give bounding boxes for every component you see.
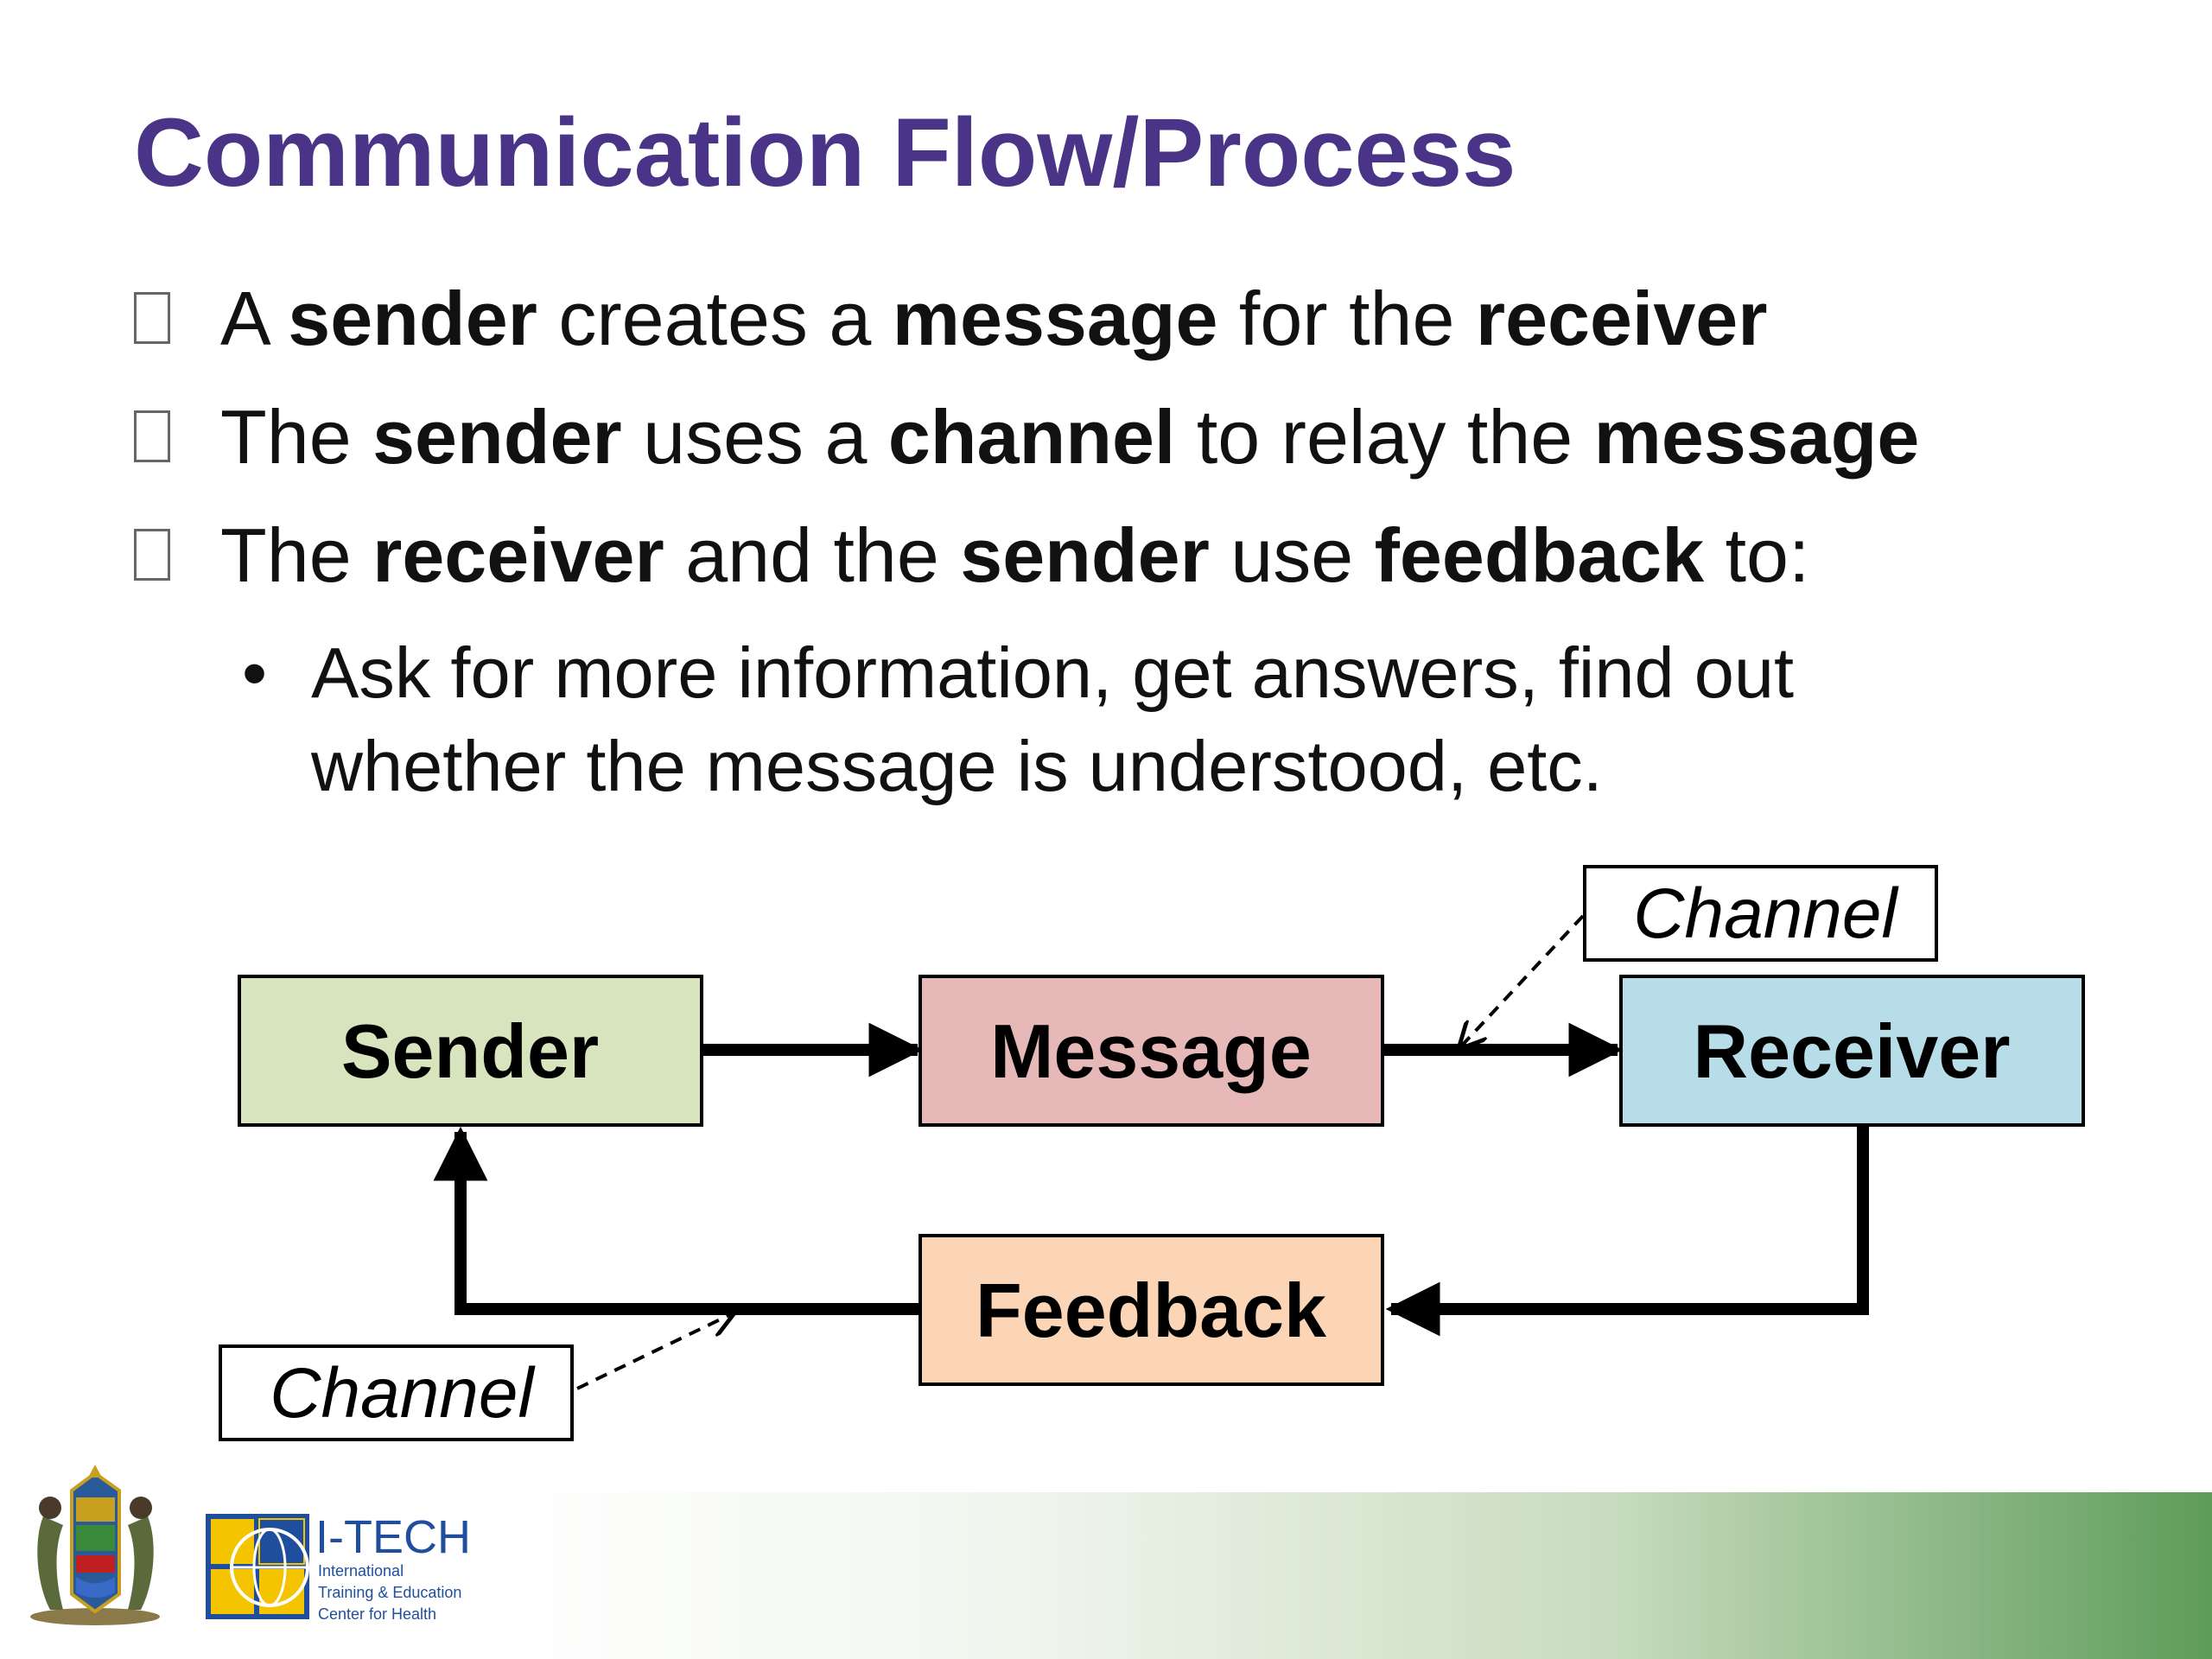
channel-pointer-bottom bbox=[576, 1313, 733, 1390]
channel-text-bottom: Channel bbox=[270, 1354, 536, 1433]
itech-wordmark: I-TECH bbox=[315, 1511, 471, 1563]
bullet-keyword: message bbox=[1593, 394, 1920, 480]
feedback-node: Feedback bbox=[918, 1234, 1384, 1386]
bullet-keyword: sender bbox=[288, 276, 537, 361]
itech-tagline-line: Training & Education bbox=[318, 1584, 462, 1601]
bullet-item: The receiver and the sender use feedback… bbox=[134, 512, 1809, 600]
message-node: Message bbox=[918, 975, 1384, 1127]
arrow-receiver-to-feedback bbox=[1385, 1125, 1869, 1337]
sub-bullet-marker: • bbox=[242, 632, 268, 713]
feedback-label: Feedback bbox=[976, 1268, 1327, 1353]
footer-gradient-band bbox=[484, 1492, 2212, 1659]
sender-node: Sender bbox=[238, 975, 703, 1127]
bullet-keyword: message bbox=[892, 276, 1218, 361]
bullet-text: and the bbox=[664, 512, 961, 598]
bullet-marker-icon bbox=[134, 410, 170, 462]
bullet-keyword: feedback bbox=[1374, 512, 1705, 598]
channel-pointer-top bbox=[1460, 914, 1585, 1047]
bullet-text: A bbox=[220, 276, 289, 361]
bullet-item: A sender creates a message for the recei… bbox=[134, 275, 1768, 363]
bullet-keyword: sender bbox=[960, 512, 1210, 598]
itech-tagline: International Training & Education Cente… bbox=[318, 1560, 508, 1625]
bullet-text: for the bbox=[1217, 276, 1476, 361]
bullet-text: uses a bbox=[621, 394, 888, 480]
sender-label: Sender bbox=[341, 1008, 599, 1094]
itech-tagline-line: Center for Health bbox=[318, 1605, 437, 1623]
bullet-item: The sender uses a channel to relay the m… bbox=[134, 393, 1919, 481]
receiver-label: Receiver bbox=[1694, 1008, 2011, 1094]
channel-label-top: Channel bbox=[1583, 865, 1938, 962]
bullet-keyword: channel bbox=[887, 394, 1176, 480]
bullet-keyword: receiver bbox=[1475, 276, 1768, 361]
itech-tagline-line: International bbox=[318, 1562, 404, 1580]
itech-globe-logo bbox=[206, 1514, 309, 1619]
bullet-text: creates a bbox=[537, 276, 893, 361]
bullet-text: use bbox=[1209, 512, 1375, 598]
bullet-text: to: bbox=[1704, 512, 1810, 598]
bullet-text: The bbox=[220, 512, 373, 598]
bullet-keyword: receiver bbox=[372, 512, 664, 598]
receiver-node: Receiver bbox=[1619, 975, 2085, 1127]
message-label: Message bbox=[990, 1008, 1312, 1094]
bullet-marker-icon bbox=[134, 528, 170, 581]
tanzania-coat-of-arms-logo bbox=[30, 1465, 160, 1625]
slide-title: Communication Flow/Process bbox=[134, 99, 1516, 207]
bullet-keyword: sender bbox=[372, 394, 622, 480]
bullet-text: The bbox=[220, 394, 373, 480]
bullet-text: to relay the bbox=[1175, 394, 1594, 480]
channel-text-top: Channel bbox=[1633, 874, 1899, 953]
sub-bullet-text: Ask for more information, get answers, f… bbox=[311, 632, 1795, 806]
arrow-feedback-to-sender bbox=[433, 1126, 920, 1315]
bullet-marker-icon bbox=[134, 291, 170, 344]
channel-label-bottom: Channel bbox=[219, 1344, 574, 1441]
